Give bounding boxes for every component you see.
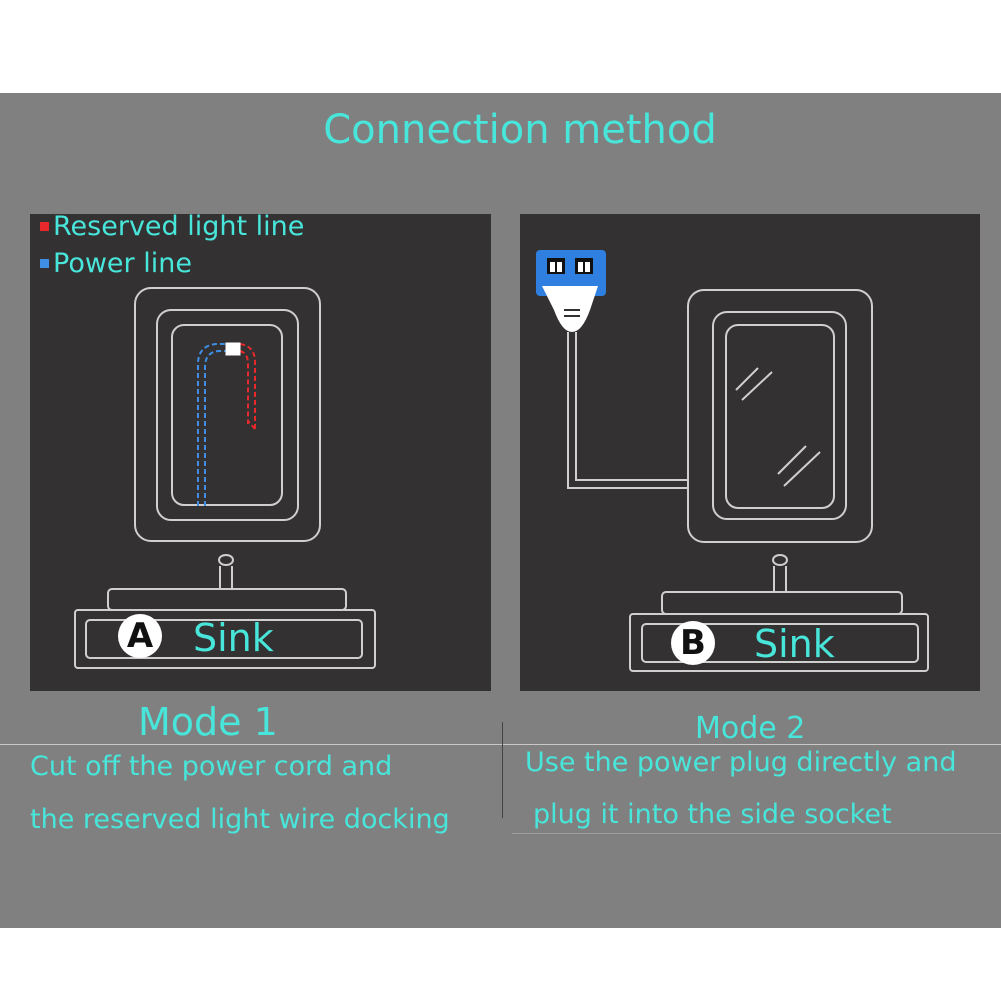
cabinet-inner — [85, 619, 363, 659]
sink-top — [107, 588, 347, 611]
cabinet-outer — [629, 613, 929, 672]
mirror-glass — [171, 324, 283, 506]
mode2-mirror-illustration — [536, 250, 929, 672]
connector-block — [225, 342, 241, 356]
mode2-desc-line2: plug it into the side socket — [533, 799, 892, 830]
legend-reserved-label: Reserved light line — [53, 214, 305, 242]
vertical-divider — [502, 722, 503, 818]
mode2-desc-line1: Use the power plug directly and — [525, 747, 957, 778]
power-cord — [567, 332, 688, 489]
side-socket — [536, 250, 606, 296]
faucet-head — [218, 554, 234, 566]
mirror-outer-frame — [134, 287, 321, 542]
mirror-outer-frame — [687, 289, 873, 543]
legend-power-swatch — [40, 259, 49, 268]
power-line — [197, 343, 228, 506]
horizontal-divider — [0, 744, 1001, 745]
mode2-badge: B — [671, 621, 715, 665]
legend-power: Power line — [40, 248, 192, 280]
mode1-title: Mode 1 — [138, 700, 278, 744]
legend-reserved: Reserved light line — [40, 214, 304, 243]
cabinet-inner — [641, 623, 919, 663]
cabinet-outer — [74, 609, 376, 669]
page-title: Connection method — [323, 107, 717, 153]
mode1-mirror-illustration — [74, 287, 376, 669]
mode2-sink-label: Sink — [754, 622, 835, 666]
sink-top — [661, 591, 903, 615]
mode1-desc-line2: the reserved light wire docking — [30, 804, 450, 835]
desc-underline — [512, 833, 1001, 834]
legend-reserved-swatch — [40, 222, 49, 231]
mode2-diagram-panel: B Sink — [520, 214, 980, 691]
reserved-light-line — [239, 343, 256, 430]
faucet-head — [772, 554, 788, 566]
mode1-diagram-panel: Reserved light line Power line A Sink — [30, 214, 491, 691]
mirror-glass — [725, 324, 835, 509]
mode1-desc-line1: Cut off the power cord and — [30, 751, 393, 782]
mode2-title: Mode 2 — [695, 711, 806, 746]
legend-power-label: Power line — [53, 248, 192, 279]
mirror-inner-frame — [712, 311, 847, 520]
mirror-inner-frame — [156, 309, 299, 521]
mode1-sink-label: Sink — [193, 616, 274, 660]
mode1-badge: A — [118, 614, 162, 658]
